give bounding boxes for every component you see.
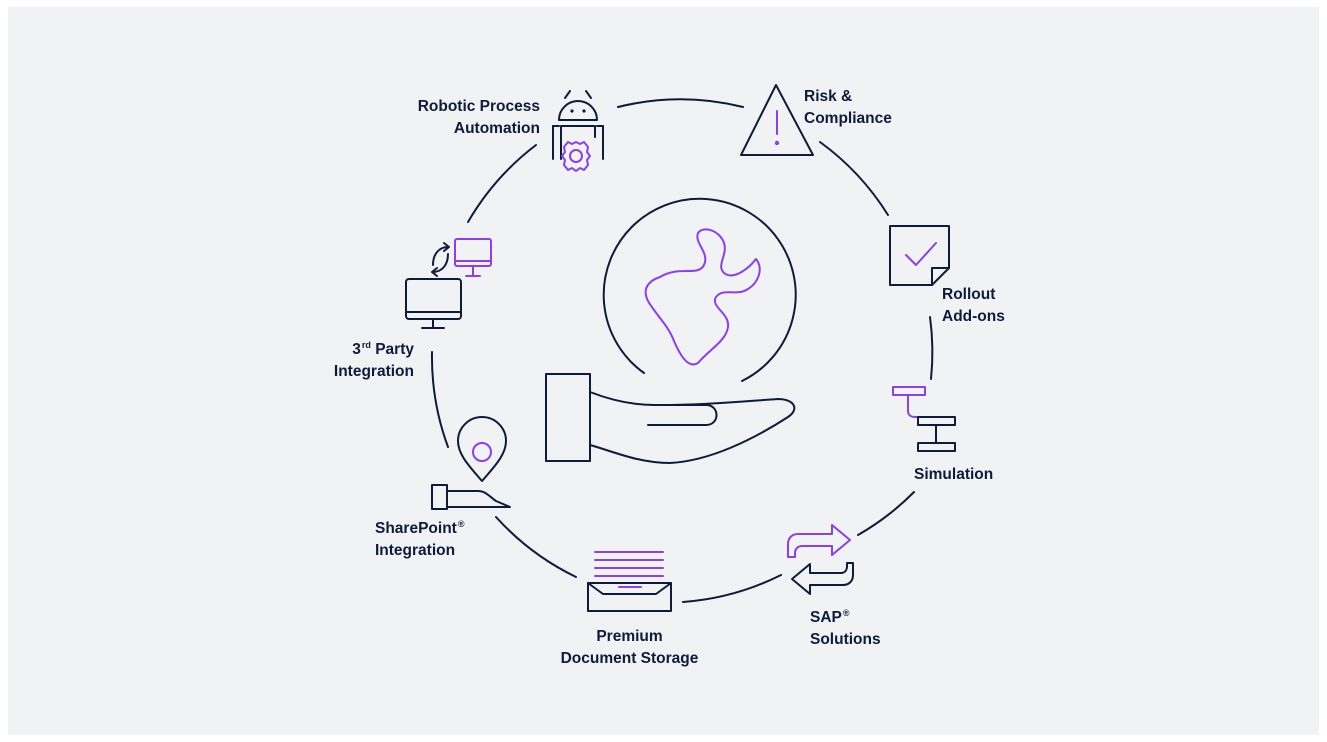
label-sharepoint-line2: Integration	[375, 542, 456, 559]
label-sap: SAP® Solutions	[810, 607, 910, 651]
document-tray-icon	[587, 551, 672, 612]
exchange-arrows-icon	[787, 524, 854, 595]
label-rpa-line2: Automation	[453, 120, 540, 137]
label-thirdparty: 3rd Party Integration	[298, 339, 414, 383]
label-storage: Premium Document Storage	[528, 626, 731, 670]
cycle-ring	[430, 98, 934, 603]
label-rpa-line1: Robotic Process	[417, 98, 540, 115]
monitor-sync-icon	[405, 238, 492, 329]
label-rollout: Rollout Add-ons	[942, 284, 1042, 328]
arc-sap-storage	[682, 574, 782, 603]
label-simulation: Simulation	[914, 464, 1024, 486]
robot-gear-icon	[552, 90, 604, 172]
label-risk-line1: Risk &	[804, 88, 853, 105]
cycle-diagram	[405, 84, 956, 612]
label-rpa: Robotic Process Automation	[380, 96, 540, 140]
label-thirdparty-line2: Integration	[333, 363, 414, 380]
arc-rpa-risk	[617, 98, 744, 108]
arc-sharepoint-thirdparty	[430, 351, 449, 448]
label-simulation-line1: Simulation	[914, 466, 994, 483]
arc-thirdparty-rpa	[467, 144, 537, 223]
label-thirdparty-line1: 3rd Party	[352, 340, 414, 359]
arc-storage-sharepoint	[495, 516, 577, 578]
label-rollout-line2: Add-ons	[942, 308, 1005, 325]
warning-triangle-icon	[740, 84, 814, 156]
arc-simulation-sap	[857, 491, 915, 536]
hand-holding-globe-icon	[545, 197, 797, 464]
label-sap-line2: Solutions	[810, 631, 881, 648]
location-pin-hand-icon	[431, 416, 511, 510]
label-rollout-line1: Rollout	[942, 286, 996, 303]
label-sap-line1: SAP®	[810, 608, 850, 627]
label-sharepoint: SharePoint® Integration	[375, 518, 495, 562]
label-risk: Risk & Compliance	[804, 86, 924, 130]
arc-risk-rollout	[819, 141, 889, 216]
label-storage-line2: Document Storage	[560, 650, 699, 667]
diagram-canvas: Robotic Process Automation Risk & Compli…	[8, 7, 1319, 735]
label-risk-line2: Compliance	[804, 110, 892, 127]
label-storage-line1: Premium	[596, 628, 663, 645]
process-flow-icon	[892, 386, 956, 452]
checked-document-icon	[889, 225, 950, 286]
label-sharepoint-line1: SharePoint®	[375, 519, 465, 538]
arc-rollout-simulation	[929, 316, 934, 380]
